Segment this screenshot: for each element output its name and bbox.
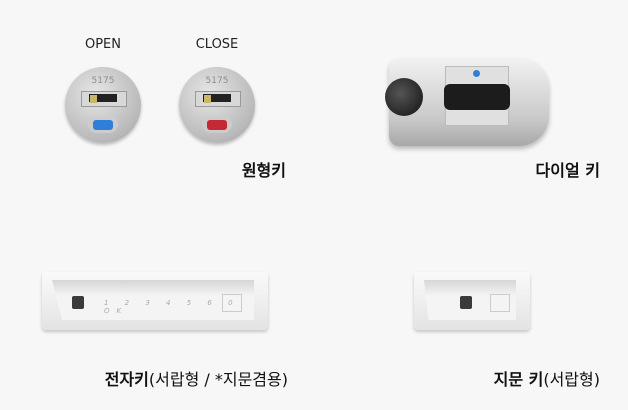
- dial-key-label: 다이얼 키: [535, 161, 600, 180]
- keypad-digits: 1 2 3 4 5 6 0 OK: [104, 299, 240, 315]
- open-caption: OPEN: [84, 37, 121, 52]
- round-key-label: 원형키: [241, 161, 286, 180]
- dial-lock-image: [385, 58, 549, 146]
- round-lock-open-image: 5175: [65, 67, 141, 143]
- lock-number: 5175: [205, 76, 229, 86]
- fingerprint-lock-image: [414, 272, 530, 330]
- electronic-key-label: 전자키(서랍형 / *지문겸용): [104, 370, 288, 389]
- fingerprint-key-label: 지문 키(서랍형): [493, 370, 600, 389]
- round-lock-close-image: 5175: [179, 67, 255, 143]
- electronic-lock-image: 1 2 3 4 5 6 0 OK: [42, 272, 268, 330]
- lock-number: 5175: [91, 76, 115, 86]
- close-caption: CLOSE: [195, 37, 239, 52]
